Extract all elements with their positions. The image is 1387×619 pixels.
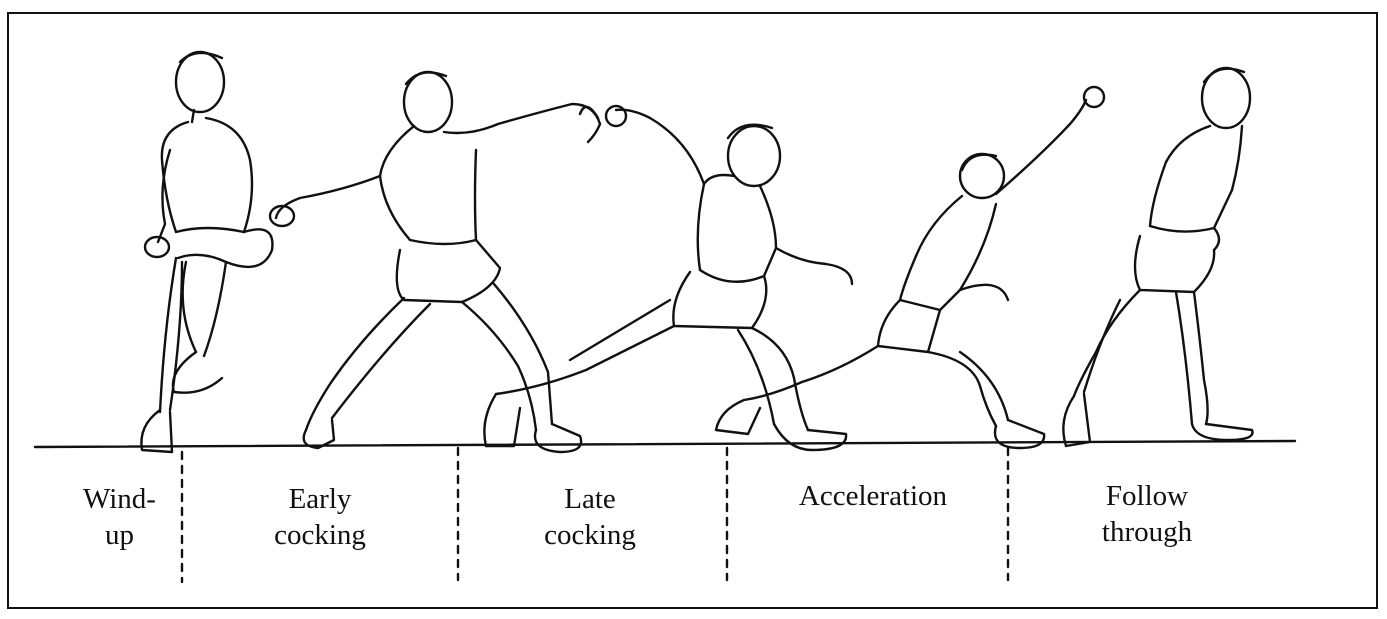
phase-label-early-cocking: Early cocking (240, 481, 400, 553)
phase-label-late-cocking: Late cocking (510, 481, 670, 553)
pitcher-figure-acceleration (716, 87, 1104, 448)
pitcher-figure-windup (141, 52, 272, 452)
pitcher-figure-early-cocking (270, 72, 600, 452)
pitcher-figure-late-cocking (484, 106, 852, 450)
phase-label-wind-up: Wind- up (62, 481, 177, 553)
ground-line (35, 441, 1295, 447)
phase-label-follow-through: Follow through (1062, 478, 1232, 550)
pitcher-figure-follow-through (1063, 68, 1252, 446)
phase-label-acceleration: Acceleration (768, 478, 978, 514)
